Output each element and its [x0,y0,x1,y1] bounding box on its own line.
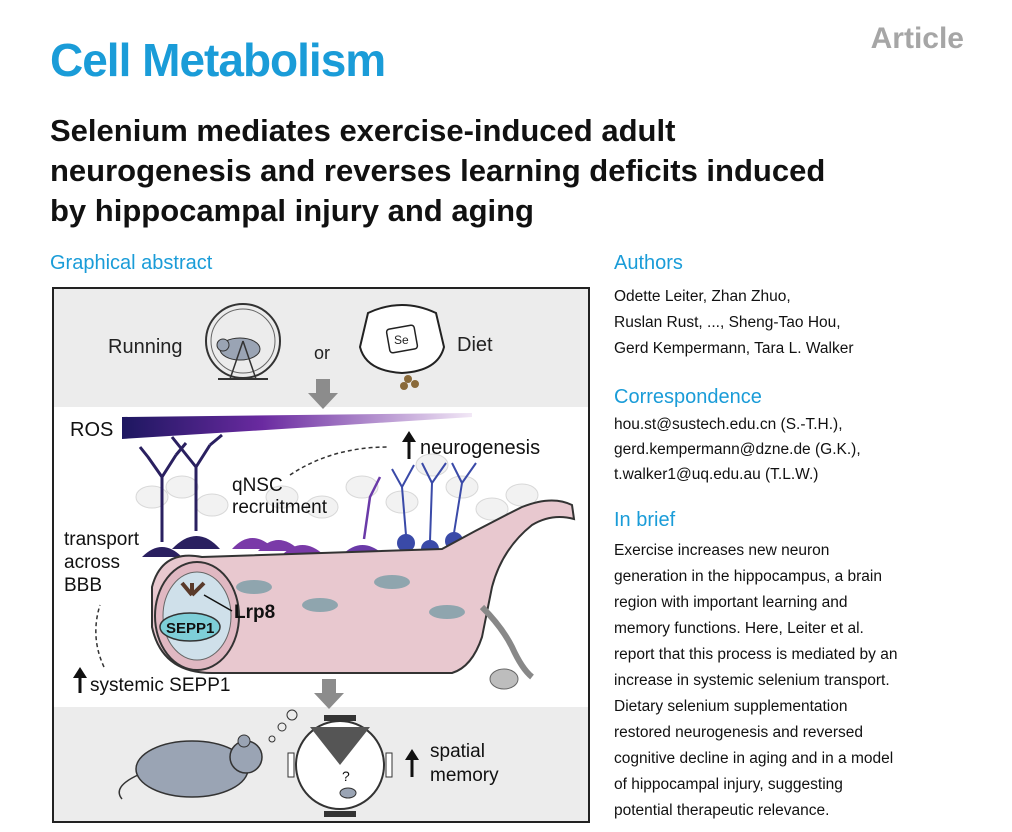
authors-line: Ruslan Rust, ..., Sheng-Tao Hou, [614,314,841,331]
recruitment-label: recruitment [232,497,328,518]
in-brief-line: of hippocampal injury, suggesting [614,776,843,793]
mature-neuron-icon [170,433,223,549]
graphical-abstract-figure: Running or Se Diet ROS neurogenesis [52,287,590,823]
running-label: Running [108,336,183,358]
ros-gradient [122,413,472,439]
in-brief-line: restored neurogenesis and reversed [614,724,864,741]
up-arrow-icon [405,749,419,777]
in-brief-line: Exercise increases new neuron [614,542,830,559]
up-arrow-icon [73,667,87,693]
in-brief-heading: In brief [614,509,676,531]
in-brief-line: cognitive decline in aging and in a mode… [614,750,894,767]
mouse-icon [118,709,298,800]
title-line: by hippocampal injury and aging [50,193,534,228]
or-label: or [314,343,330,363]
authors-list: Odette Leiter, Zhan Zhuo, Ruslan Rust, .… [614,284,854,362]
question-mark-label: ? [342,768,350,784]
graphical-abstract-svg: Running or Se Diet ROS neurogenesis [52,287,590,823]
down-arrow-icon [308,379,338,409]
up-arrow-icon [402,431,416,459]
in-brief-line: region with important learning and [614,594,848,611]
diet-label: Diet [457,334,493,356]
selenium-diet-bag-icon [358,304,446,390]
in-brief-line: report that this process is mediated by … [614,646,898,663]
running-wheel-icon [205,303,281,380]
lrp8-label: Lrp8 [234,602,275,623]
transport-label: transport [64,529,140,550]
article-type-label: Article [870,22,964,55]
qnsc-label: qNSC [232,475,283,496]
memory-label: memory [430,765,499,786]
correspondence-list: hou.st@sustech.edu.cn (S.-T.H.), gerd.ke… [614,412,861,487]
authors-line: Odette Leiter, Zhan Zhuo, [614,288,791,305]
in-brief-text: Exercise increases new neuron generation… [614,538,897,824]
sepp1-label: SEPP1 [166,620,214,637]
in-brief-line: potential therapeutic relevance. [614,802,830,819]
authors-heading: Authors [614,252,683,274]
authors-line: Gerd Kempermann, Tara L. Walker [614,340,854,357]
in-brief-line: Dietary selenium supplementation [614,698,848,715]
in-brief-line: generation in the hippocampus, a brain [614,568,882,585]
ros-label: ROS [70,419,113,441]
se-label: Se [394,333,409,347]
background-cells [135,453,539,521]
in-brief-line: increase in systemic selenium transport. [614,672,890,689]
correspondence-email[interactable]: t.walker1@uq.edu.au (T.L.W.) [614,466,819,483]
journal-name: Cell Metabolism [50,34,386,86]
in-brief-line: memory functions. Here, Leiter et al. [614,620,864,637]
lrp8-pointer [203,594,233,612]
article-title: Selenium mediates exercise-induced adult… [50,111,980,231]
systemic-sepp1-label: systemic SEPP1 [90,675,230,696]
graphical-abstract-heading: Graphical abstract [50,252,213,274]
correspondence-email[interactable]: hou.st@sustech.edu.cn (S.-T.H.), [614,416,843,433]
lrp8-receptor-icon [180,581,206,597]
across-label: across [64,552,120,573]
neurogenesis-label: neurogenesis [420,437,540,459]
correspondence-email[interactable]: gerd.kempermann@dzne.de (G.K.), [614,441,861,458]
correspondence-heading: Correspondence [614,386,762,408]
bbb-label: BBB [64,575,102,596]
water-maze-icon [287,715,393,817]
mature-neuron-icon [138,442,188,557]
qnsc-cells [232,538,324,555]
down-arrow-icon [314,679,344,709]
title-line: neurogenesis and reverses learning defic… [50,153,826,188]
title-line: Selenium mediates exercise-induced adult [50,113,676,148]
sepp1-protein [159,612,221,642]
dashed-arrow [95,604,105,668]
dashed-arrow [289,446,389,476]
spatial-label: spatial [430,741,485,762]
